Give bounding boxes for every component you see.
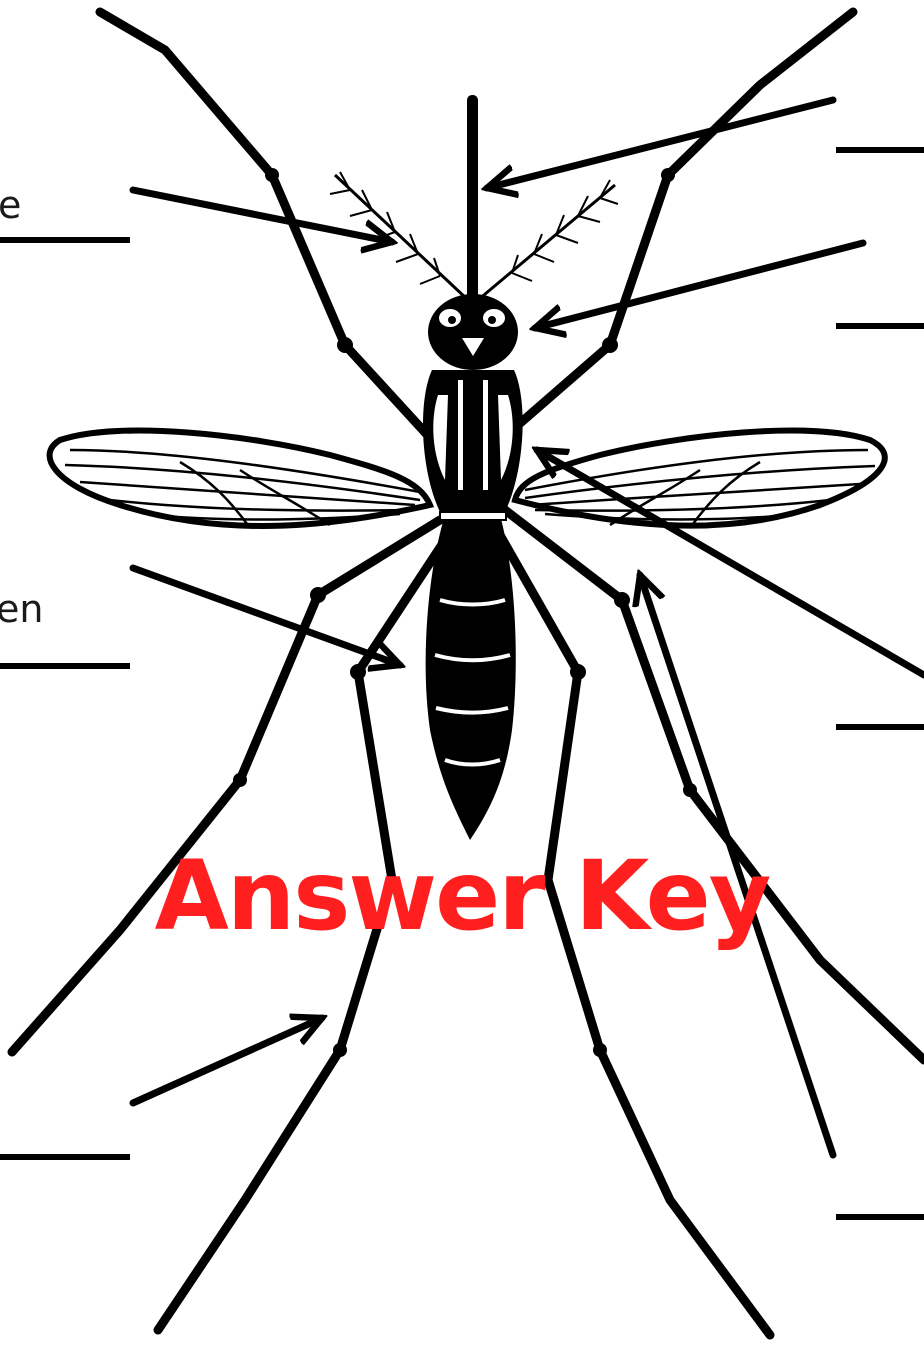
proboscis <box>467 95 478 305</box>
arrow-icon <box>487 100 833 188</box>
mid-leg-right <box>505 510 924 1060</box>
hind-leg-left <box>158 540 445 1330</box>
front-leg-right <box>518 12 853 425</box>
label-text-top-left: e <box>0 186 21 224</box>
arrow-icon <box>535 243 863 328</box>
abdomen <box>426 515 516 840</box>
front-leg-left <box>100 12 432 440</box>
arrow-icon <box>133 568 400 665</box>
hind-leg-right <box>500 535 770 1335</box>
arrow-icon <box>640 575 833 1155</box>
label-text-middle-left: en <box>0 590 43 628</box>
head <box>428 294 518 370</box>
arrow-icon <box>133 1018 322 1103</box>
